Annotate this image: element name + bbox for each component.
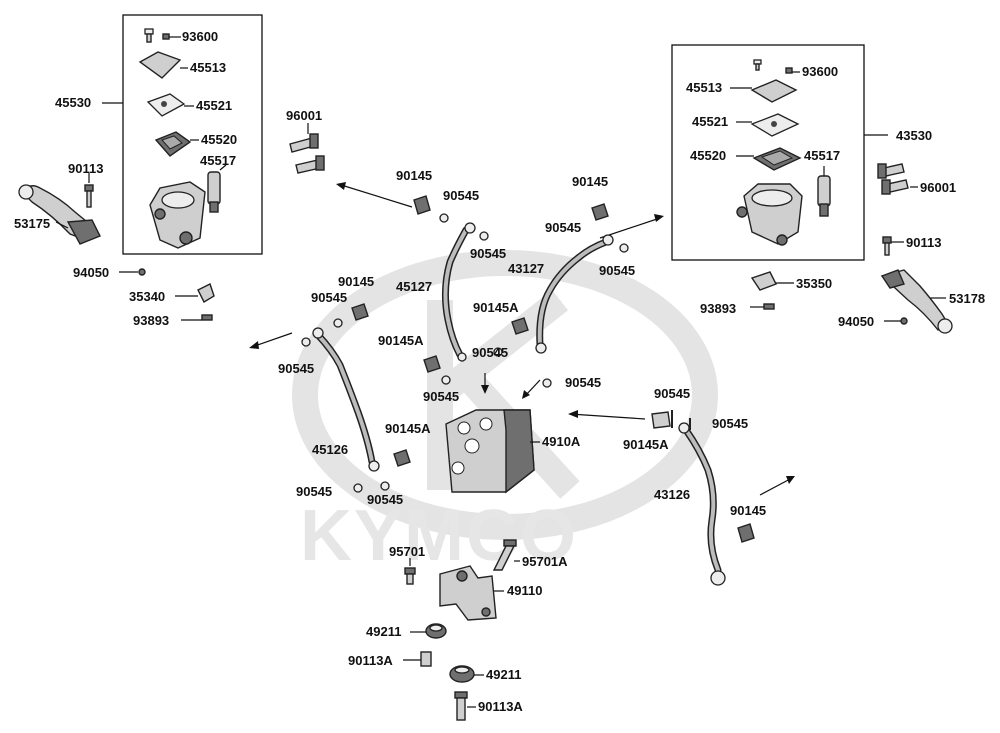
screw-93600-left (144, 28, 154, 43)
bolts-96001-left (289, 123, 325, 174)
label-90545-f: 90545 (423, 389, 459, 404)
label-90545-c: 90545 (311, 290, 347, 305)
label-90113A-b: 90113A (478, 699, 523, 714)
hose-43126 (678, 422, 726, 586)
label-45513-right: 45513 (686, 80, 722, 95)
hose-45127 (441, 222, 476, 362)
label-45126: 45126 (312, 442, 348, 457)
label-49211-b: 49211 (486, 667, 521, 682)
label-90545-h: 90545 (296, 484, 332, 499)
label-95701A: 95701A (522, 554, 568, 569)
label-45127: 45127 (396, 279, 432, 294)
label-90545-g: 90545 (565, 375, 601, 390)
label-90145-c: 90145 (572, 174, 608, 189)
hose-45126 (312, 327, 380, 472)
label-43126: 43126 (654, 487, 690, 502)
label-90145A-d: 90145A (623, 437, 669, 452)
screw-93893-right (750, 303, 775, 310)
label-45521-right: 45521 (692, 114, 728, 129)
label-95701: 95701 (389, 544, 425, 559)
switch-35350 (750, 271, 794, 291)
bolt-90113-left (84, 173, 94, 208)
label-90113-right: 90113 (906, 235, 941, 250)
label-90145A-a: 90145A (378, 333, 424, 348)
label-90545-b: 90545 (470, 246, 506, 261)
screw-93600-right (753, 59, 800, 74)
label-90545-d: 90545 (278, 361, 314, 376)
label-35350: 35350 (796, 276, 832, 291)
switch-45517-left (207, 164, 227, 213)
grommets-49211 (403, 623, 484, 721)
label-45521-left: 45521 (196, 98, 232, 113)
hose-43127 (535, 234, 614, 354)
label-90545-k: 90545 (599, 263, 635, 278)
watermark-text: KYMCO (300, 496, 578, 576)
bolt-90113-right (882, 236, 904, 256)
label-90145A-c: 90145A (385, 421, 431, 436)
label-90145A-b: 90145A (473, 300, 519, 315)
bolts-96001-right (877, 163, 918, 195)
cap-45513-left (138, 51, 188, 79)
switch-35340 (175, 283, 215, 303)
lever-53175 (18, 184, 101, 245)
flow-arrows (249, 182, 795, 496)
label-93893-right: 93893 (700, 301, 736, 316)
label-45520-right: 45520 (690, 148, 726, 163)
nut-94050-left (119, 268, 146, 276)
label-45530: 45530 (55, 95, 91, 110)
label-90113A-a: 90113A (348, 653, 393, 668)
label-94050-right: 94050 (838, 314, 874, 329)
label-90545-m: 90545 (712, 416, 748, 431)
label-90545-i: 90545 (367, 492, 403, 507)
label-45520-left: 45520 (201, 132, 237, 147)
left-master-cylinder-box (122, 14, 263, 255)
label-90545-l: 90545 (654, 386, 690, 401)
label-90145-b: 90145 (338, 274, 374, 289)
label-90545-j: 90545 (545, 220, 581, 235)
bracket-49110 (439, 565, 504, 621)
diaphragm-45520-left (154, 131, 199, 157)
label-43127: 43127 (508, 261, 544, 276)
label-49211-a: 49211 (366, 624, 401, 639)
label-93893-left: 93893 (133, 313, 169, 328)
cap-45513-right (730, 79, 798, 103)
right-master-cylinder-box (671, 44, 865, 261)
lever-53178 (880, 269, 953, 334)
label-45517-right: 45517 (804, 148, 840, 163)
label-90145-a: 90145 (396, 168, 432, 183)
switch-45517-right (817, 166, 831, 217)
label-43530: 43530 (896, 128, 932, 143)
label-96001-left: 96001 (286, 108, 322, 123)
bolts-95701 (404, 539, 520, 585)
label-4910A: 4910A (542, 434, 581, 449)
label-35340: 35340 (129, 289, 165, 304)
label-53175: 53175 (14, 216, 50, 231)
part-labels: 93600 45513 45530 45521 45520 45517 9011… (14, 29, 985, 714)
label-90545-a: 90545 (443, 188, 479, 203)
label-90145-d: 90145 (730, 503, 766, 518)
label-93600-right: 93600 (802, 64, 838, 79)
banjo-bolts-washers (301, 195, 755, 543)
abs-unit-4910A (445, 409, 540, 494)
diaphragm-45520-right (736, 147, 802, 171)
label-94050-left: 94050 (73, 265, 109, 280)
label-53178: 53178 (949, 291, 985, 306)
screw-93893-left (181, 314, 213, 321)
label-96001-right: 96001 (920, 180, 956, 195)
label-45517-left: 45517 (200, 153, 236, 168)
label-45513-left: 45513 (190, 60, 226, 75)
label-90113-left: 90113 (68, 161, 103, 176)
screw-93600-left-b (162, 33, 181, 40)
nut-94050-right (884, 317, 908, 325)
master-cylinder-body-left (149, 181, 206, 249)
label-90545-e: 90545 (472, 345, 508, 360)
label-93600-left: 93600 (182, 29, 218, 44)
master-cylinder-body-right (736, 183, 803, 246)
plate-45521-right (736, 113, 800, 137)
label-49110: 49110 (507, 583, 542, 598)
plate-45521-left (146, 93, 194, 117)
